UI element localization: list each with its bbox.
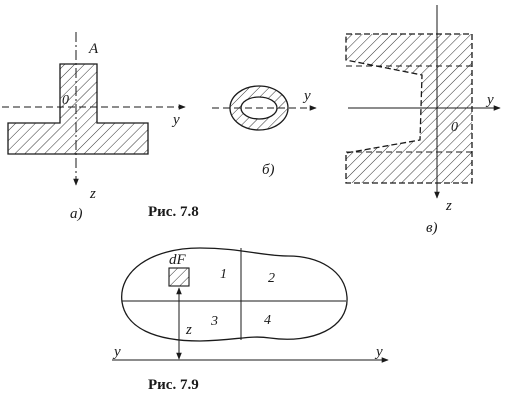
- point-a-label: A: [88, 41, 99, 57]
- axis-y-label-v: y: [485, 92, 494, 108]
- caption-fig-7-9: Рис. 7.9: [148, 377, 199, 393]
- axis-z-label-a: z: [89, 186, 96, 202]
- axis-z-label-v: z: [445, 198, 452, 214]
- arbitrary-section-outline: [121, 247, 348, 342]
- fig78-b-ring-section: y б): [212, 85, 317, 178]
- quadrant-2-label: 2: [268, 271, 275, 286]
- t-section-shape: [7, 63, 149, 155]
- axis-y-label-a: y: [171, 112, 180, 128]
- area-element-label: dF: [169, 252, 187, 268]
- channel-shape: [345, 33, 473, 184]
- quadrant-3-label: 3: [210, 314, 218, 329]
- fig79-arbitrary-section: dF 1 2 3 4 z y y: [112, 247, 389, 363]
- fig79-y-label-right: y: [374, 344, 383, 360]
- axis-y-label-b: y: [302, 88, 311, 104]
- sub-label-v: в): [426, 220, 438, 236]
- ring-shape: [229, 85, 289, 131]
- origin-label-v: 0: [451, 120, 458, 135]
- origin-label-a: 0: [62, 93, 69, 108]
- sub-label-b: б): [262, 162, 275, 178]
- fig79-y-label-left: y: [112, 344, 121, 360]
- quadrant-4-label: 4: [264, 313, 271, 328]
- caption-fig-7-8: Рис. 7.8: [148, 204, 199, 220]
- quadrant-1-label: 1: [220, 267, 227, 282]
- z-distance-label: z: [185, 322, 192, 338]
- area-element-df: [168, 267, 190, 287]
- sub-label-a: а): [70, 206, 83, 222]
- fig78-a-t-section: A 0 y z а): [2, 32, 186, 222]
- fig78-v-channel-section: y 0 z в): [345, 5, 501, 236]
